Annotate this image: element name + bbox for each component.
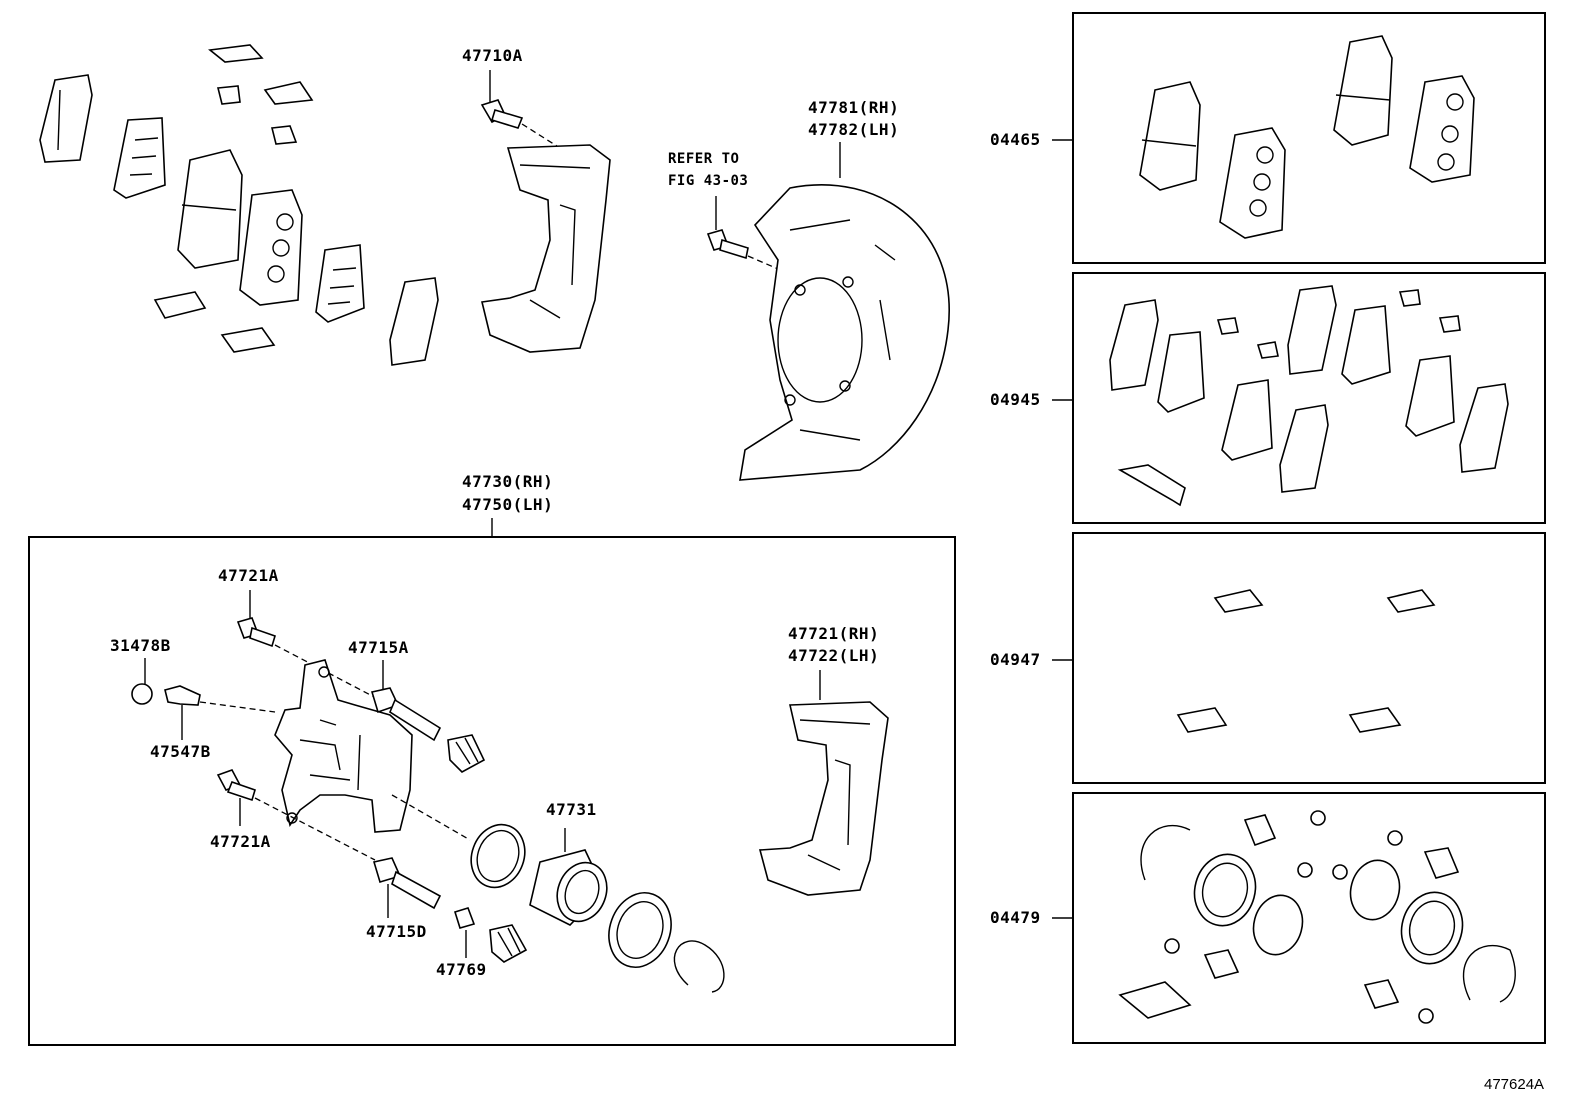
brake-pad-outer-left <box>177 149 243 269</box>
kit-box-04947 <box>1072 532 1546 784</box>
pad-support-plates <box>153 44 314 353</box>
bleeder-plug-47547b <box>164 685 276 740</box>
slide-pin-47715a <box>370 660 442 742</box>
kit-04947-support-plates <box>1176 589 1436 733</box>
refer-fig-label[interactable]: FIG 43-03 <box>668 173 749 189</box>
kit-leader-lines <box>1052 139 1072 919</box>
part-label-47731[interactable]: 47731 <box>546 800 597 819</box>
part-label-31478b[interactable]: 31478B <box>110 636 171 655</box>
pad-shim-left <box>113 117 166 199</box>
part-label-47715d[interactable]: 47715D <box>366 922 427 941</box>
kit-box-04465 <box>1072 12 1546 264</box>
pad-shim-right <box>315 244 365 323</box>
kit-label-04465[interactable]: 04465 <box>990 130 1041 149</box>
part-label-47782-lh[interactable]: 47782(LH) <box>808 120 900 139</box>
cylinder-boot <box>608 892 672 968</box>
boot-lower <box>489 924 528 963</box>
kit-04465-pads <box>1139 35 1475 239</box>
mounting-47721-47722 <box>758 670 889 896</box>
part-label-47721a-lower[interactable]: 47721A <box>210 832 271 851</box>
figure-id: 477624A <box>1484 1076 1545 1093</box>
part-label-47710a[interactable]: 47710A <box>462 46 523 65</box>
part-label-47750-lh[interactable]: 47750(LH) <box>462 495 554 514</box>
part-label-47721a-upper[interactable]: 47721A <box>218 566 279 585</box>
part-label-47715a[interactable]: 47715A <box>348 638 409 657</box>
bolt-47721a-lower <box>216 769 376 861</box>
set-ring <box>673 940 725 993</box>
bush-47769 <box>453 907 476 958</box>
cylinder-body <box>274 659 471 841</box>
bolt-47721a-upper <box>236 590 381 701</box>
piston-seal <box>470 823 526 889</box>
caliper-assembly-box <box>28 536 956 1046</box>
boot-upper <box>447 734 486 773</box>
kit-04479-seals <box>1118 810 1516 1024</box>
kit-04945-shims <box>1109 285 1509 507</box>
slide-pin-47715d <box>372 857 442 918</box>
anti-squeal-shim-left <box>39 74 93 163</box>
part-label-47722-lh[interactable]: 47722(LH) <box>788 646 880 665</box>
part-label-47721-rh[interactable]: 47721(RH) <box>788 624 880 643</box>
kit-label-04947[interactable]: 04947 <box>990 650 1041 669</box>
bolt-47710a <box>480 99 561 149</box>
piston-47731 <box>529 828 608 926</box>
part-label-47547b[interactable]: 47547B <box>150 742 211 761</box>
disc-brake-dust-cover <box>739 184 950 481</box>
kit-box-04479 <box>1072 792 1546 1044</box>
anti-squeal-shim-right <box>389 277 439 366</box>
part-label-47769[interactable]: 47769 <box>436 960 487 979</box>
kit-box-04945 <box>1072 272 1546 524</box>
cap-31478b <box>131 658 153 705</box>
part-label-47781-rh[interactable]: 47781(RH) <box>808 98 900 117</box>
disc-brake-cylinder-mounting <box>481 144 611 353</box>
leader-lines-upper <box>489 70 841 538</box>
refer-to-label[interactable]: REFER TO <box>668 151 740 167</box>
kit-label-04945[interactable]: 04945 <box>990 390 1041 409</box>
brake-pad-inner-left <box>239 189 303 306</box>
part-label-47730-rh[interactable]: 47730(RH) <box>462 472 554 491</box>
kit-label-04479[interactable]: 04479 <box>990 908 1041 927</box>
